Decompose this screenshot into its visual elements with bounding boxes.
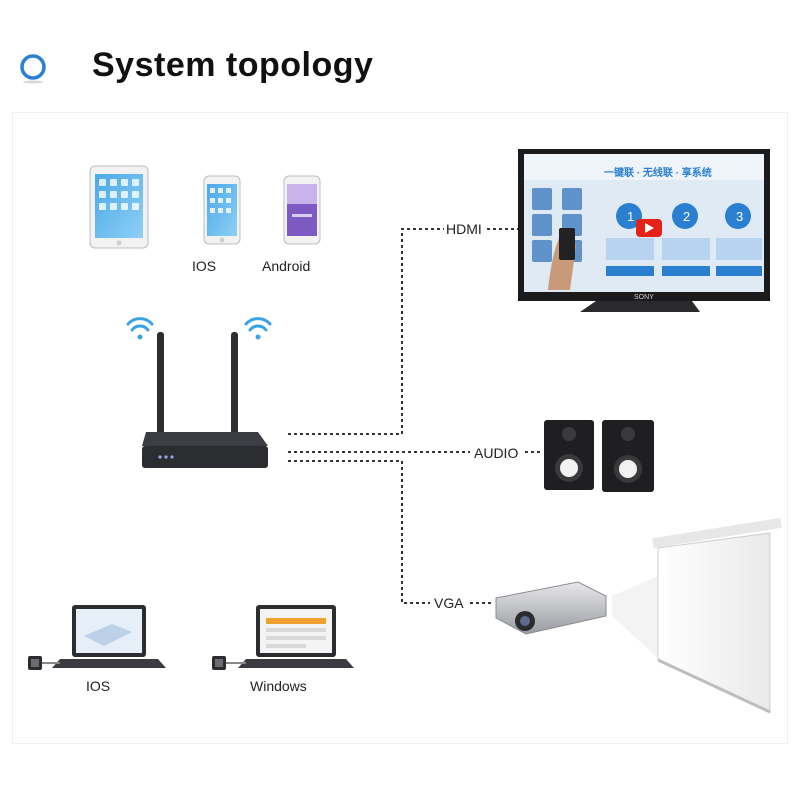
ios-laptop [52, 605, 166, 668]
wifi-icon [126, 317, 154, 340]
android-phone [283, 175, 321, 245]
audio-label: AUDIO [472, 445, 521, 461]
tv-brand: SONY [634, 294, 654, 301]
speakers [544, 420, 654, 492]
usb-dongle [28, 656, 60, 670]
circle-logo-icon [20, 54, 46, 84]
projector [495, 581, 607, 635]
android-phone-label: Android [260, 258, 313, 274]
wifi-icon [244, 317, 272, 340]
page-title: System topology [92, 46, 374, 84]
tv-headline: 一键联 · 无线联 · 享系统 [604, 168, 712, 179]
tablet [89, 165, 149, 249]
windows-laptop-label: Windows [248, 678, 309, 694]
vga-line [288, 460, 430, 604]
projector-screen [612, 517, 782, 714]
vga-label: VGA [432, 595, 466, 611]
connection-lines [288, 228, 542, 604]
router [142, 332, 268, 468]
tv-step-1: 1 [627, 209, 635, 224]
hdmi-label: HDMI [444, 221, 484, 237]
tv [518, 149, 770, 312]
usb-dongle [212, 656, 246, 670]
windows-laptop [238, 605, 354, 668]
ios-laptop-label: IOS [84, 678, 113, 694]
ios-phone [203, 175, 241, 245]
header: System topology [0, 0, 800, 108]
ios-phone-label: IOS [190, 258, 219, 274]
hdmi-line [288, 228, 445, 435]
tv-step-3: 3 [736, 209, 744, 224]
tv-step-2: 2 [683, 209, 691, 224]
